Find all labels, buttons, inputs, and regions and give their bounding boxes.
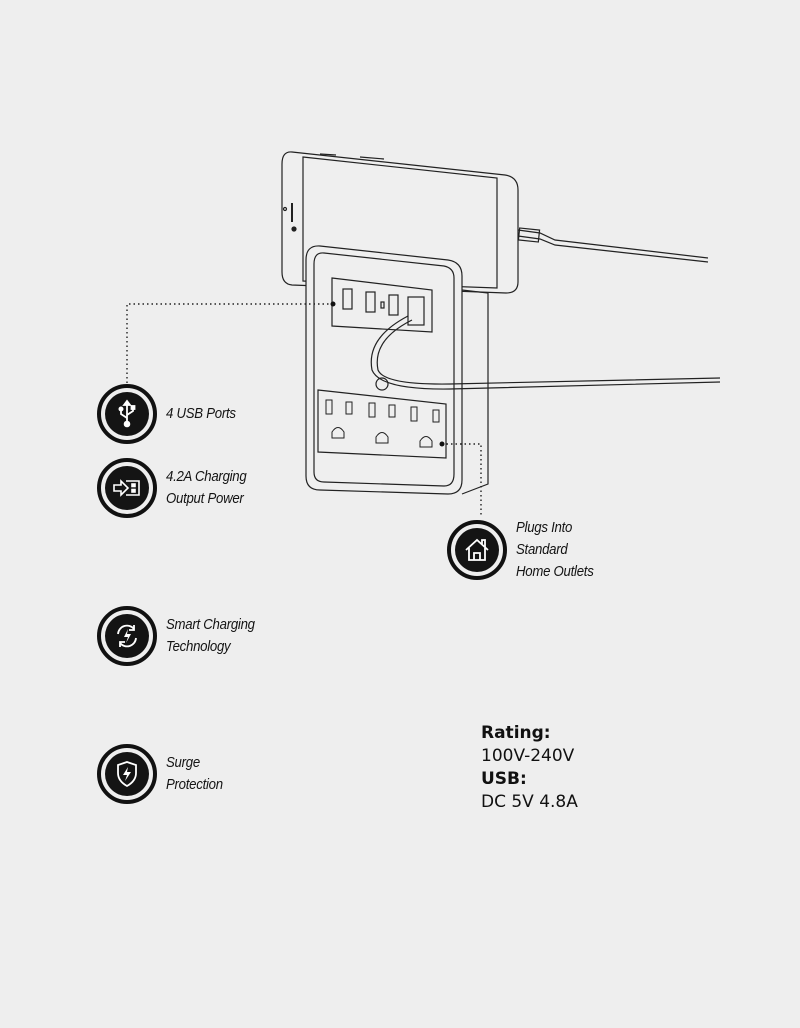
feature-usb-ports: 4 USB Ports (97, 384, 245, 444)
usb-value: DC 5V 4.8A (481, 792, 578, 812)
smart-charging-badge (97, 606, 157, 666)
feature-smart-charging: Smart Charging Technology (97, 606, 267, 666)
rating-label: Rating: (481, 723, 551, 743)
leader-usb (126, 303, 333, 384)
power-strip-drawing (305, 245, 721, 495)
surge-protection-badge (97, 744, 157, 804)
shield-bolt-icon (117, 761, 137, 788)
feature-label: Smart Charging Technology (166, 616, 255, 655)
usb-icon (118, 399, 136, 428)
smart-charge-icon (117, 624, 137, 648)
feature-charging-output: 4.2A Charging Output Power (97, 458, 257, 518)
house-icon (465, 538, 489, 561)
charging-output-badge (97, 458, 157, 518)
feature-label: 4.2A Charging Output Power (166, 468, 247, 507)
usb-label: USB: (481, 769, 527, 789)
feature-home-outlets: Plugs Into Standard Home Outlets (447, 517, 604, 583)
specifications: Rating: 100V-240V USB: DC 5V 4.8A (481, 722, 578, 814)
home-outlets-badge (447, 520, 507, 580)
feature-surge-protection: Surge Protection (97, 744, 231, 804)
usb-badge (97, 384, 157, 444)
usb-plug-icon (113, 479, 140, 497)
feature-label: Plugs Into Standard Home Outlets (516, 519, 594, 580)
rating-value: 100V-240V (481, 746, 575, 766)
feature-label: 4 USB Ports (166, 405, 236, 422)
feature-label: Surge Protection (166, 754, 223, 793)
